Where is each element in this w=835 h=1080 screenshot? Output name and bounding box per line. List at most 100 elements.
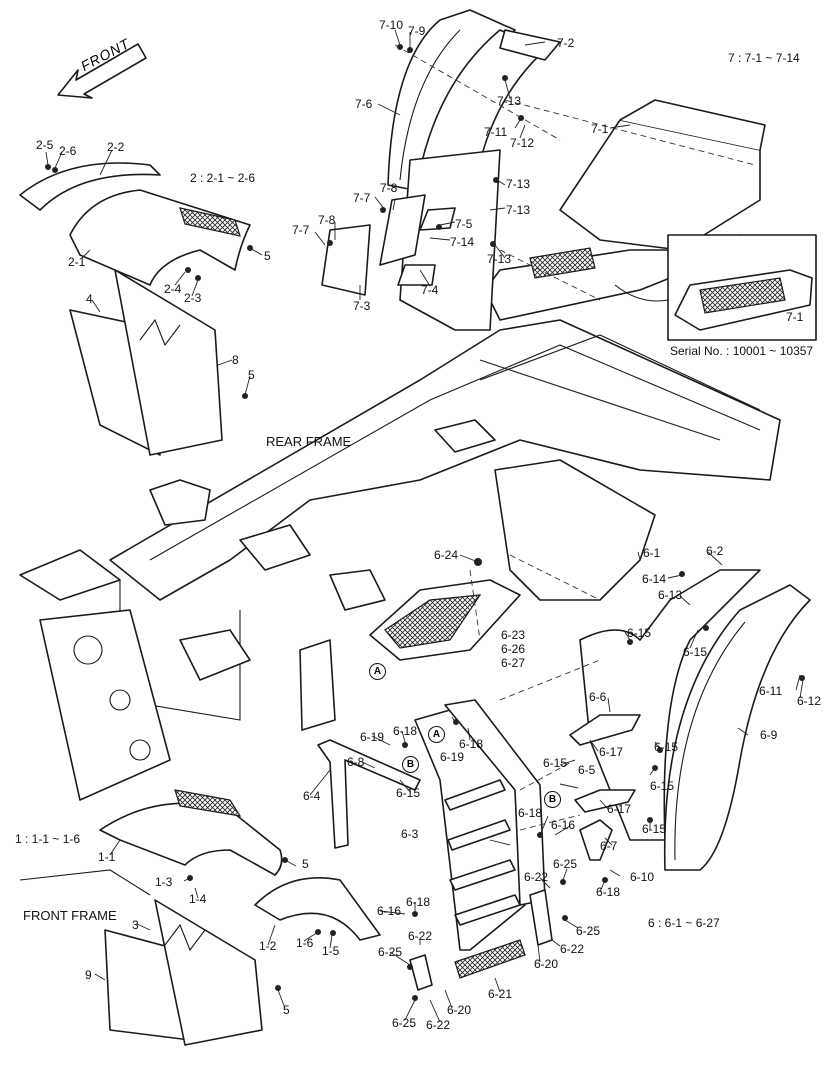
part-label: 6-15 — [396, 786, 421, 800]
part-label: 7-7 — [292, 223, 310, 237]
part-label: 2-2 — [107, 140, 125, 154]
part-label: 6-15 — [650, 779, 675, 793]
callout-b-marker: B — [544, 791, 561, 808]
part-label: 4 — [86, 292, 93, 306]
part-label: 3 — [132, 918, 139, 932]
part-label: 7-7 — [353, 191, 371, 205]
part-label: 7-13 — [506, 177, 531, 191]
front-fender-assembly — [19, 789, 381, 1046]
part-label: 7-8 — [380, 181, 398, 195]
part-label: 6-15 — [642, 822, 667, 836]
part-label: 7-12 — [510, 136, 535, 150]
part-label: 6-22 — [560, 942, 585, 956]
part-label: 6-1 — [643, 546, 661, 560]
part-label: 2-5 — [36, 138, 54, 152]
part-label: 6-9 — [760, 728, 778, 742]
part-label: 6-14 — [642, 572, 667, 586]
part-label: 6-19 — [440, 750, 465, 764]
part-label: 7-8 — [318, 213, 336, 227]
part-label: 7-3 — [353, 299, 371, 313]
part-label: 7-13 — [497, 94, 522, 108]
part-label: 7-9 — [408, 24, 426, 38]
serial-number-note: Serial No. : 10001 ~ 10357 — [670, 344, 814, 358]
part-label: 6-15 — [543, 756, 568, 770]
part-label: 7-5 — [455, 217, 473, 231]
part-label: 6-24 — [434, 548, 459, 562]
part-label: 1-2 — [259, 939, 277, 953]
rear-frame-structure — [19, 319, 781, 801]
front-frame-label: FRONT FRAME — [23, 908, 117, 923]
part-label: 5 — [302, 857, 309, 871]
part-label: 5 — [248, 368, 255, 382]
right-fender-and-ladder-assembly — [317, 569, 811, 991]
part-label: 9 — [85, 968, 92, 982]
group-6-range-note: 6 : 6-1 ~ 6-27 — [648, 916, 720, 930]
part-label: 6-4 — [303, 789, 321, 803]
part-label: 6-25 — [378, 945, 403, 959]
part-label: 1-3 — [155, 875, 173, 889]
part-label: 2-4 — [164, 282, 182, 296]
part-label: 7-13 — [506, 203, 531, 217]
part-label: 6-3 — [401, 827, 419, 841]
part-label: 6-2 — [706, 544, 724, 558]
part-label: 7-4 — [421, 283, 439, 297]
fastener-markers — [45, 44, 805, 1001]
callout-a-marker: A — [369, 663, 386, 680]
part-label: 7-11 — [484, 125, 508, 139]
part-label: 6-19 — [360, 730, 385, 744]
rear-frame-label: REAR FRAME — [266, 434, 352, 449]
part-label: 6-17 — [607, 802, 632, 816]
part-label: 1-5 — [322, 944, 340, 958]
part-label: 6-25 — [392, 1016, 417, 1030]
part-label: 6-7 — [600, 839, 618, 853]
part-label: 6-15 — [627, 626, 652, 640]
callout-b-marker: B — [402, 756, 419, 773]
rear-fender-assembly — [19, 162, 251, 456]
part-label: 7-14 — [450, 235, 475, 249]
part-label: 6-22 — [426, 1018, 451, 1032]
part-label: 2-6 — [59, 144, 77, 158]
part-label: 6-18 — [459, 737, 484, 751]
part-label: 6-15 — [654, 740, 679, 754]
part-label: 6-22 — [524, 870, 549, 884]
part-label: 6-10 — [630, 870, 655, 884]
part-label: 6-8 — [347, 755, 365, 769]
callout-a-marker: A — [428, 726, 445, 743]
part-label: 6-20 — [447, 1003, 472, 1017]
part-label: 6-18 — [406, 895, 431, 909]
part-label: 8 — [232, 353, 239, 367]
part-label: 5 — [264, 249, 271, 263]
part-label: 6-11 — [759, 684, 783, 698]
front-direction-arrow-icon — [57, 43, 147, 99]
part-label: 6-23 — [501, 628, 526, 642]
part-label: 6-16 — [377, 904, 402, 918]
part-label: 6-16 — [551, 818, 576, 832]
part-label: 6-15 — [683, 645, 708, 659]
group-2-range-note: 2 : 2-1 ~ 2-6 — [190, 171, 256, 185]
part-label: 1-6 — [296, 936, 314, 950]
part-label: 7-1 — [591, 122, 609, 136]
part-label: 6-5 — [578, 763, 596, 777]
part-label: 6-22 — [408, 929, 433, 943]
part-label: 6-18 — [518, 806, 543, 820]
part-label: 6-27 — [501, 656, 526, 670]
part-label: 2-3 — [184, 291, 202, 305]
part-label: 6-6 — [589, 690, 607, 704]
part-label: 7-1 — [786, 310, 804, 324]
part-label: 1-4 — [189, 892, 207, 906]
part-label: 7-10 — [379, 18, 404, 32]
part-label: 6-18 — [393, 724, 418, 738]
part-label: 6-25 — [576, 924, 601, 938]
rear-top-fender-assembly — [321, 9, 766, 331]
serial-inset-box — [614, 234, 817, 341]
part-label: 7-6 — [355, 97, 373, 111]
group-7-range-note: 7 : 7-1 ~ 7-14 — [728, 51, 800, 65]
part-label: 6-13 — [658, 588, 683, 602]
part-label: 1-1 — [98, 850, 116, 864]
part-label: 6-18 — [596, 885, 621, 899]
part-label: 6-20 — [534, 957, 559, 971]
part-label: 6-26 — [501, 642, 526, 656]
part-label: 6-21 — [488, 987, 513, 1001]
